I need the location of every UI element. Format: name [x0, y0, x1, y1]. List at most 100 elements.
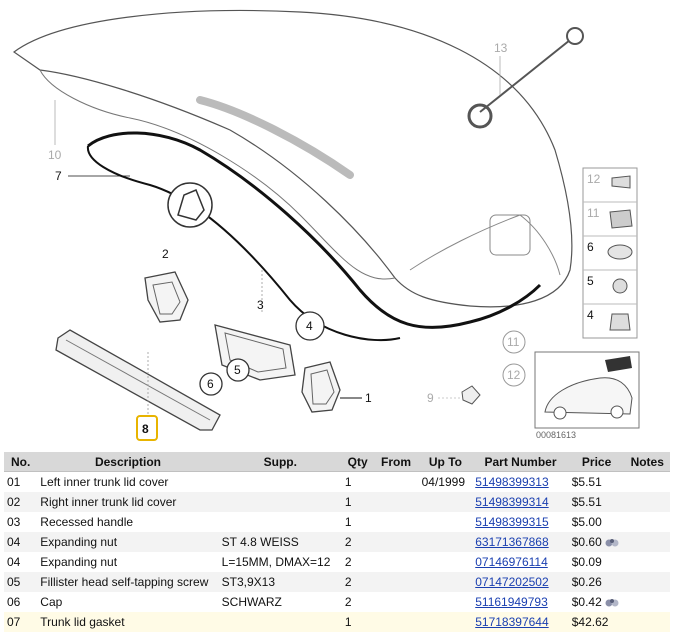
part-number-link[interactable]: 07147202502: [475, 575, 549, 589]
cell-desc: Fillister head self-tapping screw: [37, 572, 219, 592]
info-note-icon[interactable]: [605, 598, 619, 608]
cell-from: [373, 532, 419, 552]
cell-part: 51498399313: [472, 471, 569, 492]
cell-price: $5.51: [568, 492, 625, 512]
trunk-lid-gasket-drawing: [87, 131, 542, 329]
cell-part: 51718397644: [472, 612, 569, 632]
cell-part: 63171367868: [472, 532, 569, 552]
table-header-row: No. Description Supp. Qty From Up To Par…: [4, 452, 670, 472]
cell-price: $0.09: [568, 552, 625, 572]
cell-part: 51498399315: [472, 512, 569, 532]
cell-desc: Right inner trunk lid cover: [37, 492, 219, 512]
cell-supp: L=15MM, DMAX=12: [218, 552, 342, 572]
cell-upto: [418, 612, 473, 632]
cell-supp: [218, 471, 342, 492]
part-number-link[interactable]: 51498399313: [475, 475, 549, 489]
cell-desc: Expanding nut: [37, 532, 219, 552]
cell-no: 06: [4, 592, 38, 612]
header-from: From: [373, 452, 419, 472]
cell-notes: [624, 471, 670, 492]
cell-from: [373, 492, 419, 512]
cell-desc: Trunk lid gasket: [37, 612, 219, 632]
part-number-link[interactable]: 51718397644: [475, 615, 549, 629]
price-value: $0.42: [571, 595, 602, 609]
cell-upto: 04/1999: [418, 471, 473, 492]
header-notes: Notes: [624, 452, 670, 472]
callout-12: 12: [507, 368, 521, 382]
cell-part: 51161949793: [472, 592, 569, 612]
cell-upto: [418, 552, 473, 572]
callout-2: 2: [162, 247, 169, 261]
part-number-link[interactable]: 51498399315: [475, 515, 549, 529]
info-note-icon[interactable]: [605, 538, 619, 548]
cell-no: 05: [4, 572, 38, 592]
trunk-lid-shell: [12, 9, 573, 308]
price-value: $0.26: [571, 575, 602, 589]
part-number-link[interactable]: 51498399314: [475, 495, 549, 509]
header-no: No.: [4, 452, 38, 472]
sidebar-label-11: 11: [587, 206, 600, 220]
header-supp: Supp.: [218, 452, 342, 472]
diagram-image-id: 00081613: [536, 430, 576, 440]
price-value: $42.62: [571, 615, 609, 629]
cell-notes: [624, 572, 670, 592]
highlight-box-8: [136, 415, 158, 441]
sidebar-label-6: 6: [587, 240, 594, 254]
price-value: $0.60: [571, 535, 602, 549]
cell-desc: Cap: [37, 592, 219, 612]
sidebar-label-12: 12: [587, 172, 601, 186]
sidebar-label-5: 5: [587, 274, 594, 288]
parts-table: No. Description Supp. Qty From Up To Par…: [4, 452, 670, 632]
callout-13: 13: [494, 41, 508, 55]
cell-supp: [218, 492, 342, 512]
cell-supp: SCHWARZ: [218, 592, 342, 612]
cell-qty: 2: [341, 572, 374, 592]
cell-qty: 1: [341, 471, 374, 492]
price-value: $5.51: [571, 475, 602, 489]
cell-supp: [218, 612, 342, 632]
part-number-link[interactable]: 51161949793: [475, 595, 548, 609]
cell-qty: 2: [341, 532, 374, 552]
cell-upto: [418, 492, 473, 512]
callout-11: 11: [507, 335, 520, 349]
cell-from: [373, 592, 419, 612]
cell-price: $5.00: [568, 512, 625, 532]
cell-part: 07146976114: [472, 552, 569, 572]
cell-from: [373, 471, 419, 492]
cell-from: [373, 552, 419, 572]
cell-upto: [418, 592, 473, 612]
price-value: $5.51: [571, 495, 602, 509]
cell-from: [373, 512, 419, 532]
part-number-link[interactable]: 63171367868: [475, 535, 549, 549]
cell-notes: [624, 512, 670, 532]
cell-notes: [624, 552, 670, 572]
cell-upto: [418, 512, 473, 532]
cell-upto: [418, 532, 473, 552]
cell-no: 01: [4, 471, 38, 492]
cell-no: 03: [4, 512, 38, 532]
callout-5: 5: [234, 363, 241, 377]
part-number-link[interactable]: 07146976114: [475, 555, 548, 569]
cell-no: 04: [4, 532, 38, 552]
header-price: Price: [568, 452, 625, 472]
cell-upto: [418, 572, 473, 592]
parts-diagram-svg: 13 10 7 2 3 4 5 6 1 9 8 11 12 12 11 6 5 …: [12, 9, 640, 441]
cell-part: 07147202502: [472, 572, 569, 592]
cell-no: 02: [4, 492, 38, 512]
parts-diagram: 13 10 7 2 3 4 5 6 1 9 8 11 12 12 11 6 5 …: [12, 9, 640, 441]
cell-from: [373, 572, 419, 592]
callout-3: 3: [257, 298, 264, 312]
cell-price: $5.51: [568, 471, 625, 492]
callout-8: 8: [142, 422, 149, 436]
cell-notes: [624, 592, 670, 612]
cell-no: 07: [4, 612, 38, 632]
cell-from: [373, 612, 419, 632]
callout-9: 9: [427, 391, 434, 405]
cell-notes: [624, 612, 670, 632]
